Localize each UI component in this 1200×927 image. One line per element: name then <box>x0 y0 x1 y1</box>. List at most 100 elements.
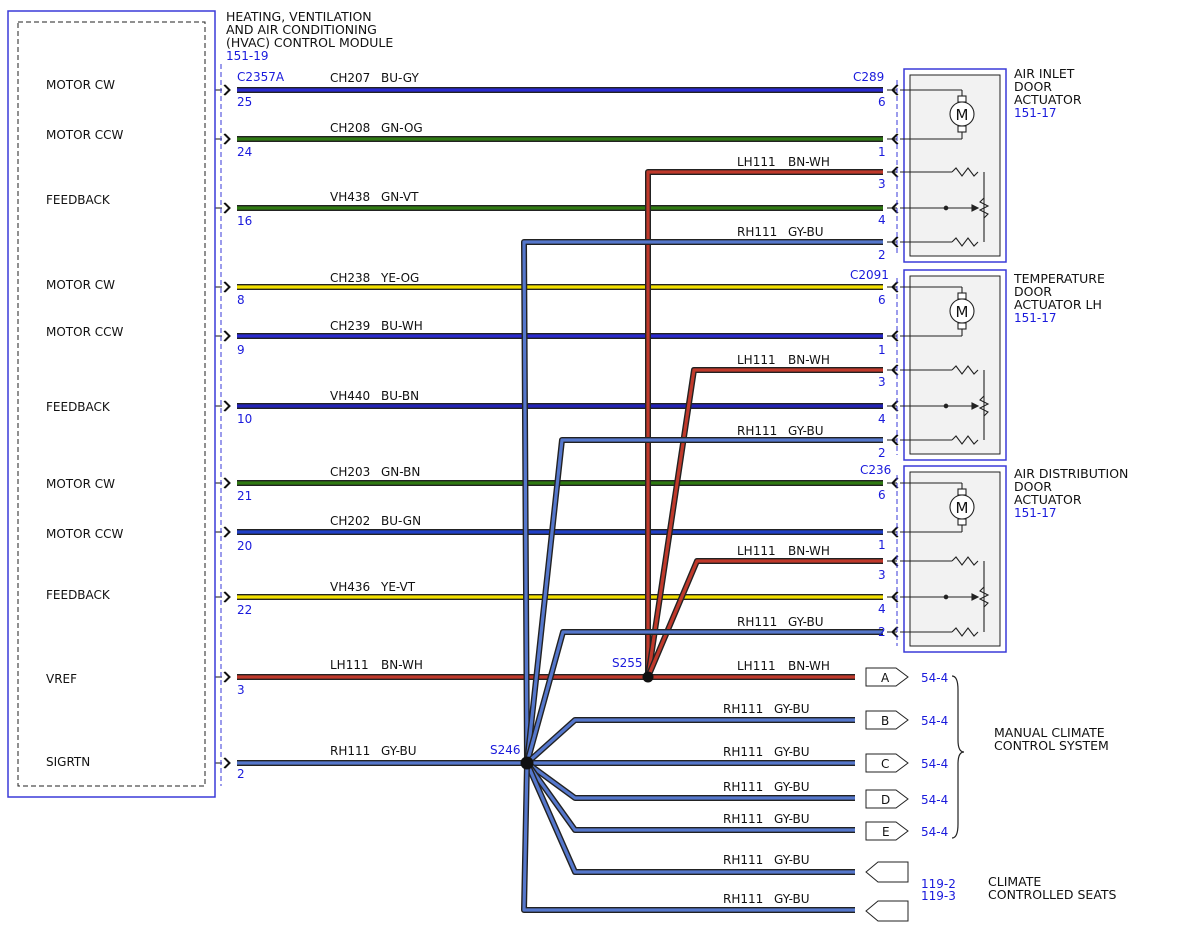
feed-ref-pin-1: 3 <box>878 177 886 191</box>
pin-label-8: MOTOR CCW <box>46 527 123 541</box>
module-pin-arrow-4 <box>223 281 231 293</box>
wire-ref-feed-2 <box>645 367 883 678</box>
wire-circuit-6: VH440 <box>330 389 370 403</box>
act3-name-line-2: DOOR <box>1014 479 1052 494</box>
out-color-d: GY-BU <box>774 780 810 794</box>
act3-name-line-1: AIR DISTRIBUTION <box>1014 466 1128 481</box>
wire-circuit-11: RH111 <box>330 744 370 758</box>
pin-label-5: MOTOR CCW <box>46 325 123 339</box>
actuator-pin-arrow-7 <box>891 477 899 489</box>
wire-circuit-2: CH208 <box>330 121 370 135</box>
module-pin-6: 10 <box>237 412 252 426</box>
module-pin-arrow-10 <box>223 671 231 683</box>
feed-rtn-pin-1: 2 <box>878 248 886 262</box>
module-title-line-3: (HVAC) CONTROL MODULE <box>226 35 393 50</box>
actuator-pin-arrow-4 <box>891 281 899 293</box>
out-circuit-c: RH111 <box>723 745 763 759</box>
resistor-icon-2b <box>951 435 979 445</box>
act-pin-8: 1 <box>878 538 886 552</box>
wire-circuit-8: CH202 <box>330 514 370 528</box>
pin-label-1: MOTOR CW <box>46 78 115 92</box>
pin-label-11: SIGRTN <box>46 755 90 769</box>
splice-s255-label: S255 <box>612 656 643 670</box>
out-circuit-e: RH111 <box>723 812 763 826</box>
feed-ref-pin-3: 3 <box>878 568 886 582</box>
motor-symbol-3: M <box>956 499 969 517</box>
out-color-seat2: GY-BU <box>774 892 810 906</box>
terminal-tags <box>865 667 909 922</box>
tag-b: B <box>881 714 889 728</box>
motor-symbol-1: M <box>956 106 969 124</box>
feed-rtn-circuit-1: RH111 <box>737 225 777 239</box>
wire-color-7: GN-BN <box>381 465 420 479</box>
actuator-pin-arrow-3 <box>891 202 899 214</box>
pin-label-7: MOTOR CW <box>46 477 115 491</box>
actuator-pin-arrow-5 <box>891 330 899 342</box>
ref-d: 54-4 <box>921 793 948 807</box>
act-pin-2: 1 <box>878 145 886 159</box>
actuator-pin-arrow-2 <box>891 133 899 145</box>
feed-rtn-circuit-2: RH111 <box>737 424 777 438</box>
wire-out-d <box>525 760 855 801</box>
out-circuit-a: LH111 <box>737 659 776 673</box>
wire-color-5: BU-WH <box>381 319 423 333</box>
feed-ref-color-1: BN-WH <box>788 155 830 169</box>
act-connector-1: C289 <box>853 70 884 84</box>
act2-name-line-3: ACTUATOR LH <box>1014 297 1102 312</box>
act1-name-line-2: DOOR <box>1014 79 1052 94</box>
module-pin-arrow-8 <box>223 526 231 538</box>
temperature-door-actuator <box>896 269 1007 461</box>
module-pin-10: 3 <box>237 683 245 697</box>
actuator-internals: MMM <box>900 89 990 637</box>
feed-rtn-color-3: GY-BU <box>788 615 824 629</box>
module-title-line-1: HEATING, VENTILATION <box>226 9 372 24</box>
ref-b: 54-4 <box>921 714 948 728</box>
splice-s246-label: S246 <box>490 743 521 757</box>
wire-color-8: BU-GN <box>381 514 421 528</box>
module-pin-4: 8 <box>237 293 245 307</box>
wire-circuit-9: VH436 <box>330 580 370 594</box>
ref-pin-arrow-3 <box>891 555 899 567</box>
pin-label-10: VREF <box>46 672 77 686</box>
feed-ref-pin-2: 3 <box>878 375 886 389</box>
feed-rtn-color-1: GY-BU <box>788 225 824 239</box>
wire-rtn-feed-2 <box>524 437 883 764</box>
module-pin-8: 20 <box>237 539 252 553</box>
feed-rtn-circuit-3: RH111 <box>737 615 777 629</box>
act2-name-line-1: TEMPERATURE <box>1013 271 1105 286</box>
module-pin-arrow-1 <box>223 84 231 96</box>
splice-s255-dot <box>642 671 654 683</box>
ref-seat2: 119-3 <box>921 889 956 903</box>
module-pin-7: 21 <box>237 489 252 503</box>
module-pin-1: 25 <box>237 95 252 109</box>
act3-ref: 151-17 <box>1014 506 1057 520</box>
wire-color-4: YE-OG <box>380 271 419 285</box>
air-distribution-door-actuator <box>896 465 1007 653</box>
out-circuit-seat1: RH111 <box>723 853 763 867</box>
module-pin-11: 2 <box>237 767 245 781</box>
act2-name-line-2: DOOR <box>1014 284 1052 299</box>
air-inlet-door-actuator <box>896 68 1007 263</box>
ref-pin-arrow-2 <box>891 364 899 376</box>
manual-group-line-2: CONTROL SYSTEM <box>994 738 1109 753</box>
module-connector: C2357A <box>237 70 285 84</box>
wire-ref-feed-3 <box>645 558 883 679</box>
tag-d: D <box>881 793 890 807</box>
actuator-pin-arrow-8 <box>891 526 899 538</box>
resistor-icon-2a <box>951 365 979 375</box>
out-color-a: BN-WH <box>788 659 830 673</box>
ref-seat1: 119-2 <box>921 877 956 891</box>
feed-ref-circuit-3: LH111 <box>737 544 776 558</box>
wire-circuit-5: CH239 <box>330 319 370 333</box>
pin-label-4: MOTOR CW <box>46 278 115 292</box>
act-pin-4: 6 <box>878 293 886 307</box>
out-circuit-d: RH111 <box>723 780 763 794</box>
resistor-icon-3b <box>951 627 979 637</box>
manual-group-brace <box>951 675 965 839</box>
module-pin-arrow-9 <box>223 591 231 603</box>
pin-label-2: MOTOR CCW <box>46 128 123 142</box>
wire-circuit-3: VH438 <box>330 190 370 204</box>
wire-out-seat1 <box>524 761 855 875</box>
feed-ref-circuit-1: LH111 <box>737 155 776 169</box>
out-circuit-seat2: RH111 <box>723 892 763 906</box>
